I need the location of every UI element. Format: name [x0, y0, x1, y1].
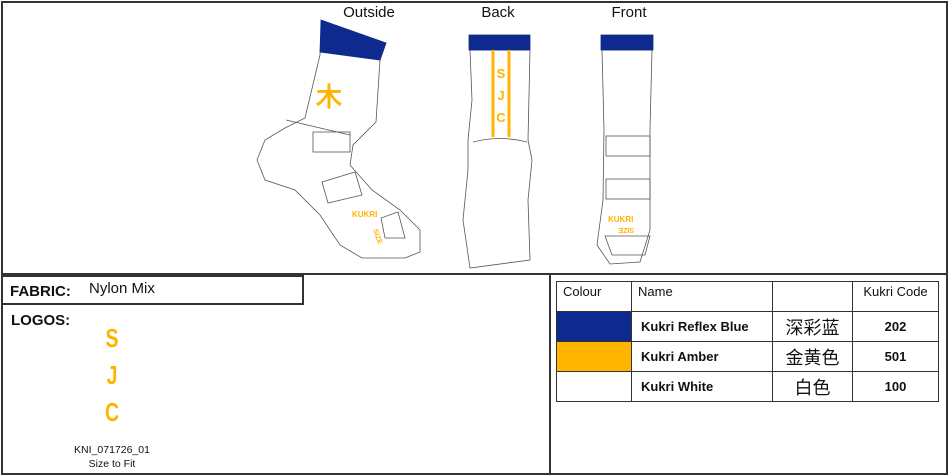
- table-row: Kukri Reflex Blue 深彩蓝 202: [556, 311, 939, 342]
- fabric-label: FABRIC:: [10, 283, 71, 300]
- colour-swatch: [556, 371, 632, 402]
- logo-note: Size to Fit: [88, 458, 136, 470]
- header-colour: Colour: [556, 281, 632, 312]
- view-label-back: Back: [481, 4, 515, 21]
- view-label-outside: Outside: [343, 4, 395, 21]
- view-label-front: Front: [611, 4, 647, 21]
- colour-chinese: 深彩蓝: [772, 311, 853, 342]
- svg-text:木: 木: [315, 82, 342, 112]
- logo-letter: J: [106, 360, 118, 390]
- sock-front: KUKRI SIZE: [596, 34, 654, 265]
- fabric-value: Nylon Mix: [89, 280, 155, 297]
- colour-swatch: [556, 341, 632, 372]
- svg-text:S: S: [497, 66, 506, 81]
- sock-drawings: 木 KUKRI SIZE S J C KUKRI SIZE: [256, 19, 654, 269]
- svg-text:KUKRI: KUKRI: [608, 215, 633, 224]
- colour-name: Kukri Amber: [631, 341, 773, 372]
- colour-chinese: 金黄色: [772, 341, 853, 372]
- colour-table: Colour Name Kukri Code Kukri Reflex Blue…: [556, 281, 939, 402]
- logo-code: KNI_071726_01: [74, 444, 150, 456]
- colour-chinese: 白色: [772, 371, 853, 402]
- table-row: Kukri Amber 金黄色 501: [556, 341, 939, 372]
- sock-back: S J C: [462, 34, 533, 269]
- svg-text:SIZE: SIZE: [618, 226, 634, 233]
- colour-swatch: [556, 311, 632, 342]
- fabric-box: [3, 275, 304, 305]
- colour-code: 501: [852, 341, 939, 372]
- logo-letter: S: [105, 323, 119, 353]
- colour-code: 202: [852, 311, 939, 342]
- colour-name: Kukri White: [631, 371, 773, 402]
- header-chinese: [772, 281, 853, 312]
- header-name: Name: [631, 281, 773, 312]
- table-header: Colour Name Kukri Code: [556, 281, 939, 312]
- divider: [549, 273, 551, 475]
- sjc-logo: S J C: [103, 320, 121, 431]
- logo-letter: C: [104, 397, 120, 427]
- svg-text:J: J: [497, 88, 504, 103]
- header-code: Kukri Code: [852, 281, 939, 312]
- divider: [1, 273, 948, 275]
- sock-outside: 木 KUKRI SIZE: [256, 19, 421, 259]
- logos-label: LOGOS:: [11, 312, 71, 329]
- colour-code: 100: [852, 371, 939, 402]
- logo-caption: KNI_071726_01 Size to Fit: [40, 443, 184, 471]
- svg-text:C: C: [496, 110, 506, 125]
- svg-text:KUKRI: KUKRI: [352, 210, 377, 219]
- colour-name: Kukri Reflex Blue: [631, 311, 773, 342]
- table-row: Kukri White 白色 100: [556, 371, 939, 402]
